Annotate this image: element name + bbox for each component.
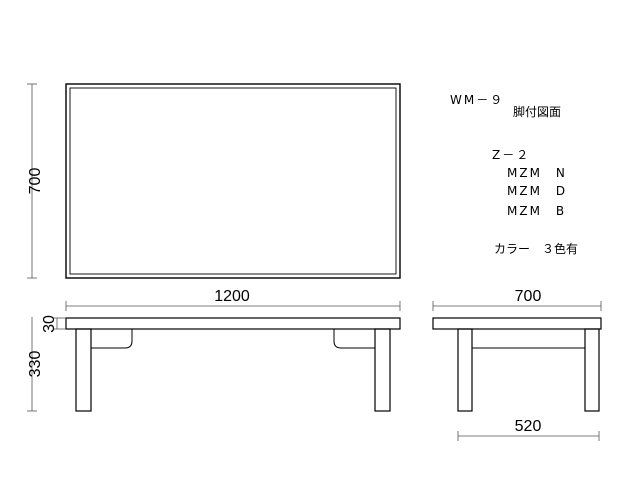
variant-b: MZM B	[507, 204, 567, 218]
depth-dimension: 700	[27, 83, 44, 279]
side-depth-label: 700	[515, 288, 542, 305]
height-label: 330	[27, 351, 44, 378]
series-code: Z－２	[492, 148, 531, 162]
side-right-leg	[584, 328, 600, 412]
thickness-dimension: 30	[41, 315, 66, 333]
side-depth-dimension: 700	[432, 288, 602, 311]
front-right-leg	[374, 328, 391, 412]
side-view	[432, 317, 602, 412]
front-top-slab	[65, 317, 401, 330]
front-view	[65, 317, 401, 412]
width-dimension: 1200	[65, 288, 401, 311]
thickness-label: 30	[41, 315, 58, 333]
plan-view	[65, 83, 401, 279]
model-number: WM－９	[450, 93, 505, 107]
tabletop-inner-edge	[69, 87, 397, 275]
front-right-bracket	[333, 328, 375, 349]
leg-span-label: 520	[515, 418, 542, 435]
width-label: 1200	[214, 288, 250, 305]
front-left-leg	[75, 328, 92, 412]
side-left-leg	[457, 328, 473, 412]
variant-d: MZM D	[507, 184, 568, 198]
leg-span-dimension: 520	[457, 418, 600, 441]
variant-n: MZM N	[507, 166, 567, 180]
tabletop-outline	[65, 83, 401, 279]
color-note: カラー ３色有	[494, 242, 579, 256]
height-dimension: 330	[27, 317, 44, 412]
front-left-bracket	[91, 328, 133, 349]
depth-label: 700	[27, 168, 44, 195]
side-top-slab	[432, 317, 602, 330]
drawing-subtitle: 脚付図面	[513, 105, 562, 119]
